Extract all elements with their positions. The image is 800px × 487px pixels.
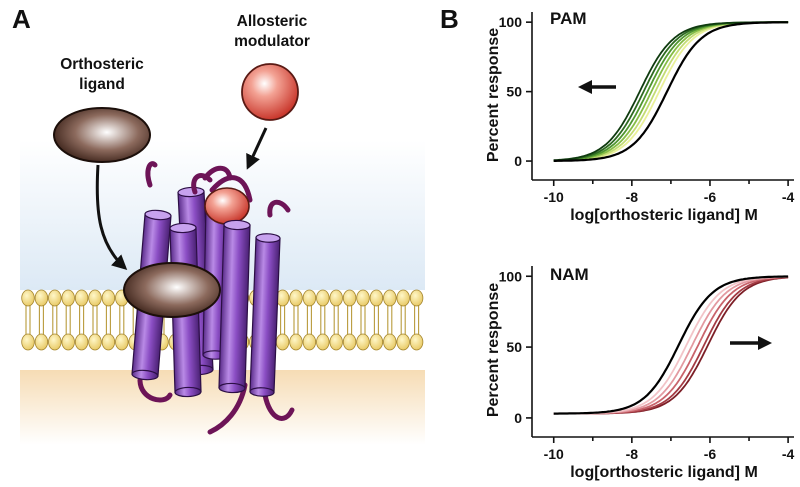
modulator-label-line2: modulator — [234, 33, 310, 50]
lipid-head — [369, 289, 384, 307]
lipid-head — [289, 333, 303, 351]
modulator-label-line1: Allosteric — [237, 13, 308, 30]
lipid-head — [61, 333, 75, 351]
shift-arrow-head — [578, 80, 592, 94]
helix — [249, 233, 281, 397]
lipid-head — [356, 333, 370, 351]
panel-a-receptor-diagram: A Orthost — [12, 4, 425, 445]
x-tick-label: -10 — [544, 446, 564, 462]
lipid-head — [409, 289, 424, 307]
lipid-head — [61, 289, 75, 307]
lipid-head — [48, 289, 62, 307]
x-tick-label: -4 — [782, 446, 795, 462]
lipid-head — [342, 289, 357, 307]
x-axis-label: log[orthosteric ligand] M — [570, 464, 758, 481]
shift-arrow-head — [758, 336, 772, 350]
panel-a-letter: A — [12, 4, 31, 34]
extracellular-loops — [145, 161, 291, 218]
lipid-head — [396, 333, 410, 351]
lipid-head — [316, 289, 330, 307]
lipid-head — [302, 289, 317, 307]
lipid-head — [88, 333, 102, 351]
curve-series-0 — [553, 21, 789, 162]
lipid-head — [21, 333, 35, 351]
chart-tag: NAM — [550, 265, 589, 284]
lipid-head — [383, 289, 397, 307]
panel-b-letter: B — [440, 4, 459, 34]
curve-series-3 — [553, 276, 789, 415]
y-tick-label: 0 — [514, 153, 522, 169]
x-tick-label: -8 — [626, 446, 639, 462]
y-tick-label: 50 — [506, 84, 522, 100]
x-axis-label: log[orthosteric ligand] M — [570, 207, 758, 224]
lipid-head — [316, 333, 330, 351]
x-tick-label: -8 — [626, 189, 639, 205]
y-axis-label: Percent response — [485, 283, 502, 417]
curve-series-0 — [553, 275, 789, 415]
lipid-head — [356, 289, 370, 307]
curve-series-5 — [553, 276, 789, 415]
lipid-head — [275, 333, 290, 351]
lipid-head — [329, 333, 343, 351]
pam-chart: 0 50 100 -10 -8 -6 -4 log[orthosteric ligand] M… — [485, 9, 795, 224]
lipid-head — [115, 333, 129, 351]
lipid-head — [409, 333, 424, 351]
x-tick-label: -4 — [782, 189, 795, 205]
y-tick-label: 100 — [499, 268, 523, 284]
allosteric-modulator-icon — [241, 63, 299, 121]
lipid-head — [289, 289, 303, 307]
curve-series-1 — [553, 275, 789, 415]
lipid-head — [88, 289, 102, 307]
ligand-label-line1: Orthosteric — [60, 56, 144, 73]
y-tick-label: 50 — [506, 339, 522, 355]
x-tick-label: -6 — [704, 446, 717, 462]
curve-series-4 — [553, 276, 789, 415]
lipid-head — [74, 289, 89, 307]
orthosteric-ligand-icon — [53, 107, 151, 163]
bound-allosteric-modulator — [204, 187, 250, 225]
lipid-head — [329, 289, 343, 307]
lipid-head — [21, 289, 35, 307]
ligand-label-line2: ligand — [79, 76, 125, 93]
lipid-head — [342, 333, 357, 351]
x-tick-label: -10 — [544, 189, 564, 205]
lipid-head — [369, 333, 384, 351]
x-tick-label: -6 — [704, 189, 717, 205]
helix — [218, 219, 251, 394]
lipid-head — [34, 289, 49, 307]
curve-series-2 — [553, 275, 789, 415]
lipid-head — [48, 333, 62, 351]
lipid-head — [34, 333, 49, 351]
lipid-head — [101, 289, 116, 307]
panel-b-curves: B 0 50 100 -10 -8 -6 -4 log[orthosteric ligand]… — [440, 4, 795, 481]
modulator-binding-arrow — [246, 127, 268, 170]
y-tick-label: 100 — [499, 14, 523, 30]
lipid-head — [396, 289, 410, 307]
bound-orthosteric-ligand — [123, 262, 221, 318]
nam-chart: 0 50 100 -10 -8 -6 -4 log[orthosteric ligand] M… — [485, 265, 795, 481]
y-axis-label: Percent response — [485, 28, 502, 162]
lipid-head — [383, 333, 397, 351]
lipid-head — [74, 333, 89, 351]
lipid-head — [101, 333, 116, 351]
y-tick-label: 0 — [514, 410, 522, 426]
lipid-head — [302, 333, 317, 351]
chart-tag: PAM — [550, 9, 587, 28]
ligand-binding-arrow — [95, 164, 128, 271]
